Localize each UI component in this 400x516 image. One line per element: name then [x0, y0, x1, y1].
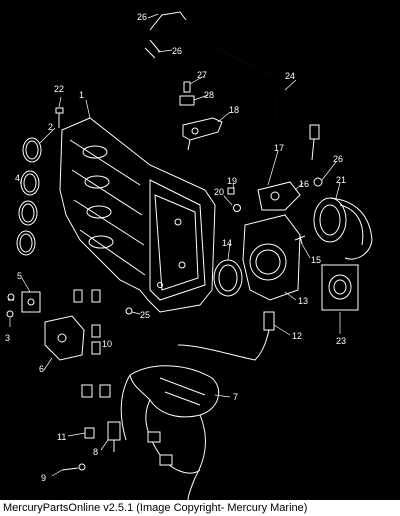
callout-8: 8	[93, 447, 98, 457]
callout-28: 28	[204, 90, 214, 100]
callout-26-mid: 26	[172, 46, 182, 56]
callout-labels: 1 2 3 4 5 6 7 8 9 10 11 12 13 14 15 16 1…	[5, 12, 346, 483]
callout-5: 5	[17, 271, 22, 281]
callout-21: 21	[336, 175, 346, 185]
gasket-14	[213, 259, 243, 297]
callout-25: 25	[140, 310, 150, 320]
callout-19: 19	[227, 176, 237, 186]
hose-24	[144, 11, 320, 181]
callout-2: 2	[48, 122, 53, 132]
fasteners	[125, 235, 306, 315]
callout-7: 7	[233, 392, 238, 402]
callout-23: 23	[336, 336, 346, 346]
callout-20: 20	[214, 187, 224, 197]
air-inlet-coupler-21	[313, 177, 373, 260]
callout-9: 9	[41, 473, 46, 483]
callout-16: 16	[299, 179, 309, 189]
intake-manifold	[59, 117, 216, 313]
injector-8	[61, 421, 121, 471]
callout-26-top: 26	[137, 12, 147, 22]
sensor-module-6	[6, 291, 85, 361]
wiring-harness-7	[120, 311, 275, 500]
callout-15: 15	[311, 255, 321, 265]
callout-17: 17	[274, 143, 284, 153]
leader-lines	[9, 13, 341, 477]
callout-3: 3	[5, 333, 10, 343]
callout-6: 6	[39, 364, 44, 374]
callout-27: 27	[197, 70, 207, 80]
intake-gaskets	[16, 137, 42, 256]
throttle-body-13	[227, 181, 301, 301]
callout-14: 14	[222, 238, 232, 248]
callout-4: 4	[15, 173, 20, 183]
callout-10: 10	[102, 339, 112, 349]
caption-bar: MercuryPartsOnline v2.5.1 (Image Copyrig…	[0, 500, 400, 516]
copyright-caption: MercuryPartsOnline v2.5.1 (Image Copyrig…	[3, 502, 308, 514]
callout-26-right: 26	[333, 154, 343, 164]
diagram-canvas: 1 2 3 4 5 6 7 8 9 10 11 12 13 14 15 16 1…	[5, 11, 373, 500]
seal-ring-23	[321, 264, 359, 311]
bolt-22	[55, 107, 64, 128]
sensor-18	[182, 117, 223, 151]
callout-24: 24	[285, 71, 295, 81]
bracket-27-28	[179, 81, 195, 106]
callout-1: 1	[79, 90, 84, 100]
fuel-injector-connectors-10	[73, 289, 111, 439]
exploded-parts-diagram: 1 2 3 4 5 6 7 8 9 10 11 12 13 14 15 16 1…	[5, 11, 373, 500]
callout-12: 12	[292, 331, 302, 341]
callout-18: 18	[229, 105, 239, 115]
callout-11: 11	[57, 432, 66, 442]
callout-22: 22	[54, 84, 64, 94]
callout-13: 13	[298, 296, 308, 306]
